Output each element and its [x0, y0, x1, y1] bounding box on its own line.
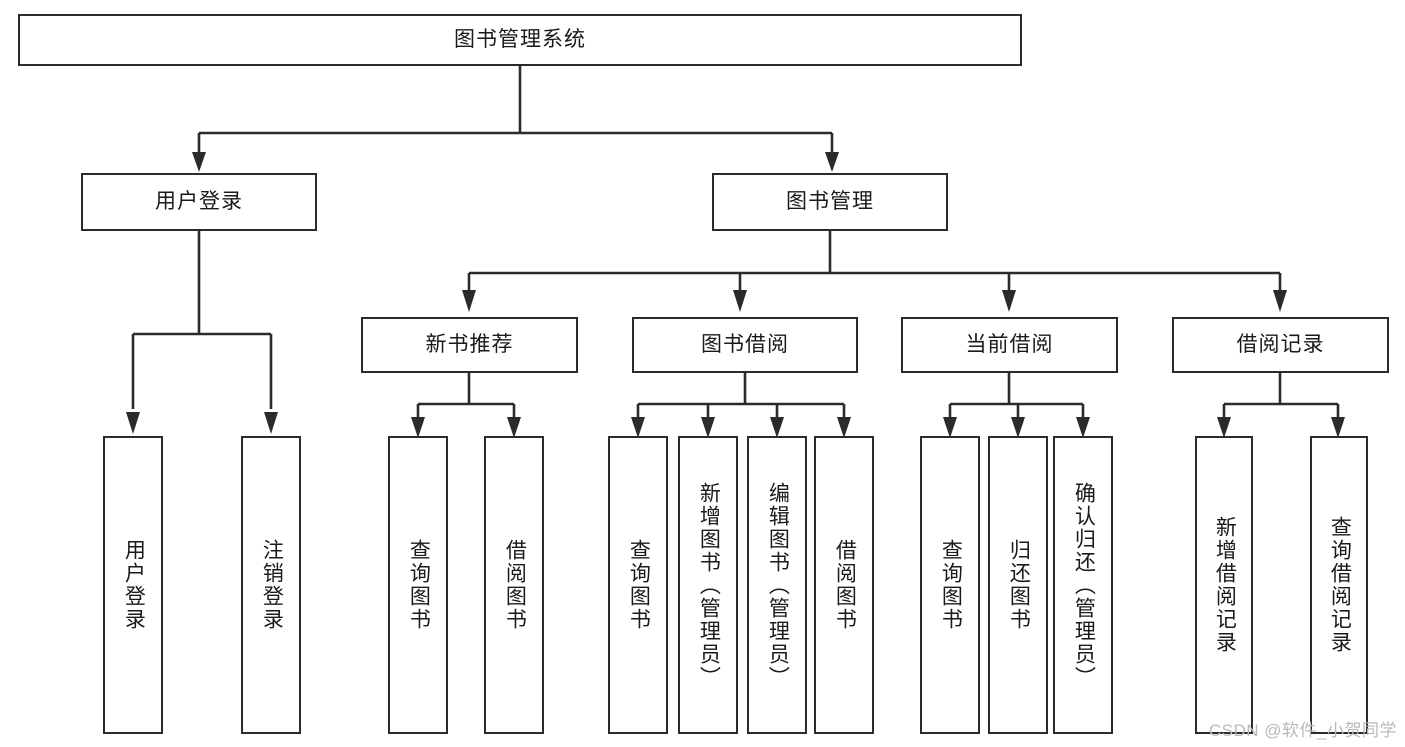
node-current-borrow[interactable]: 当前借阅	[901, 317, 1118, 373]
node-leaf-query-book-borrow[interactable]: 查询图书	[608, 436, 668, 734]
node-label: 新增图书（管理员）	[697, 481, 721, 689]
node-label: 查询图书	[627, 539, 651, 631]
node-label: 归还图书	[1007, 539, 1031, 631]
node-label: 借阅图书	[503, 539, 527, 631]
node-leaf-return-book[interactable]: 归还图书	[988, 436, 1048, 734]
node-label: 当前借阅	[965, 332, 1054, 356]
node-user-login[interactable]: 用户登录	[81, 173, 317, 231]
node-book-borrow[interactable]: 图书借阅	[632, 317, 858, 373]
node-leaf-edit-book-admin[interactable]: 编辑图书（管理员）	[747, 436, 807, 734]
node-leaf-confirm-return-admin[interactable]: 确认归还（管理员）	[1053, 436, 1113, 734]
node-label: 查询借阅记录	[1328, 516, 1352, 654]
node-label: 用户登录	[122, 539, 146, 631]
node-leaf-user-logout[interactable]: 注销登录	[241, 436, 301, 734]
node-label: 编辑图书（管理员）	[766, 481, 790, 689]
node-leaf-query-book-recommend[interactable]: 查询图书	[388, 436, 448, 734]
node-label: 图书管理系统	[454, 27, 586, 51]
node-label: 图书借阅	[701, 332, 789, 356]
node-root-book-management-system[interactable]: 图书管理系统	[18, 14, 1022, 66]
node-leaf-query-borrow-record[interactable]: 查询借阅记录	[1310, 436, 1368, 734]
node-book-management[interactable]: 图书管理	[712, 173, 948, 231]
node-label: 借阅图书	[833, 539, 857, 631]
node-label: 确认归还（管理员）	[1072, 481, 1096, 689]
node-label: 新书推荐	[425, 332, 514, 356]
node-leaf-query-book-current[interactable]: 查询图书	[920, 436, 980, 734]
node-label: 用户登录	[155, 189, 243, 213]
node-leaf-borrow-book-recommend[interactable]: 借阅图书	[484, 436, 544, 734]
node-label: 图书管理	[786, 189, 874, 213]
node-leaf-borrow-book[interactable]: 借阅图书	[814, 436, 874, 734]
node-leaf-add-borrow-record[interactable]: 新增借阅记录	[1195, 436, 1253, 734]
node-leaf-user-login[interactable]: 用户登录	[103, 436, 163, 734]
node-label: 查询图书	[939, 539, 963, 631]
node-label: 查询图书	[407, 539, 431, 631]
node-new-book-recommend[interactable]: 新书推荐	[361, 317, 578, 373]
node-label: 新增借阅记录	[1213, 516, 1237, 654]
node-label: 借阅记录	[1236, 332, 1325, 356]
node-leaf-add-book-admin[interactable]: 新增图书（管理员）	[678, 436, 738, 734]
node-label: 注销登录	[260, 539, 284, 631]
node-borrow-record[interactable]: 借阅记录	[1172, 317, 1389, 373]
watermark: CSDN @软件_小贺同学	[1208, 721, 1397, 740]
